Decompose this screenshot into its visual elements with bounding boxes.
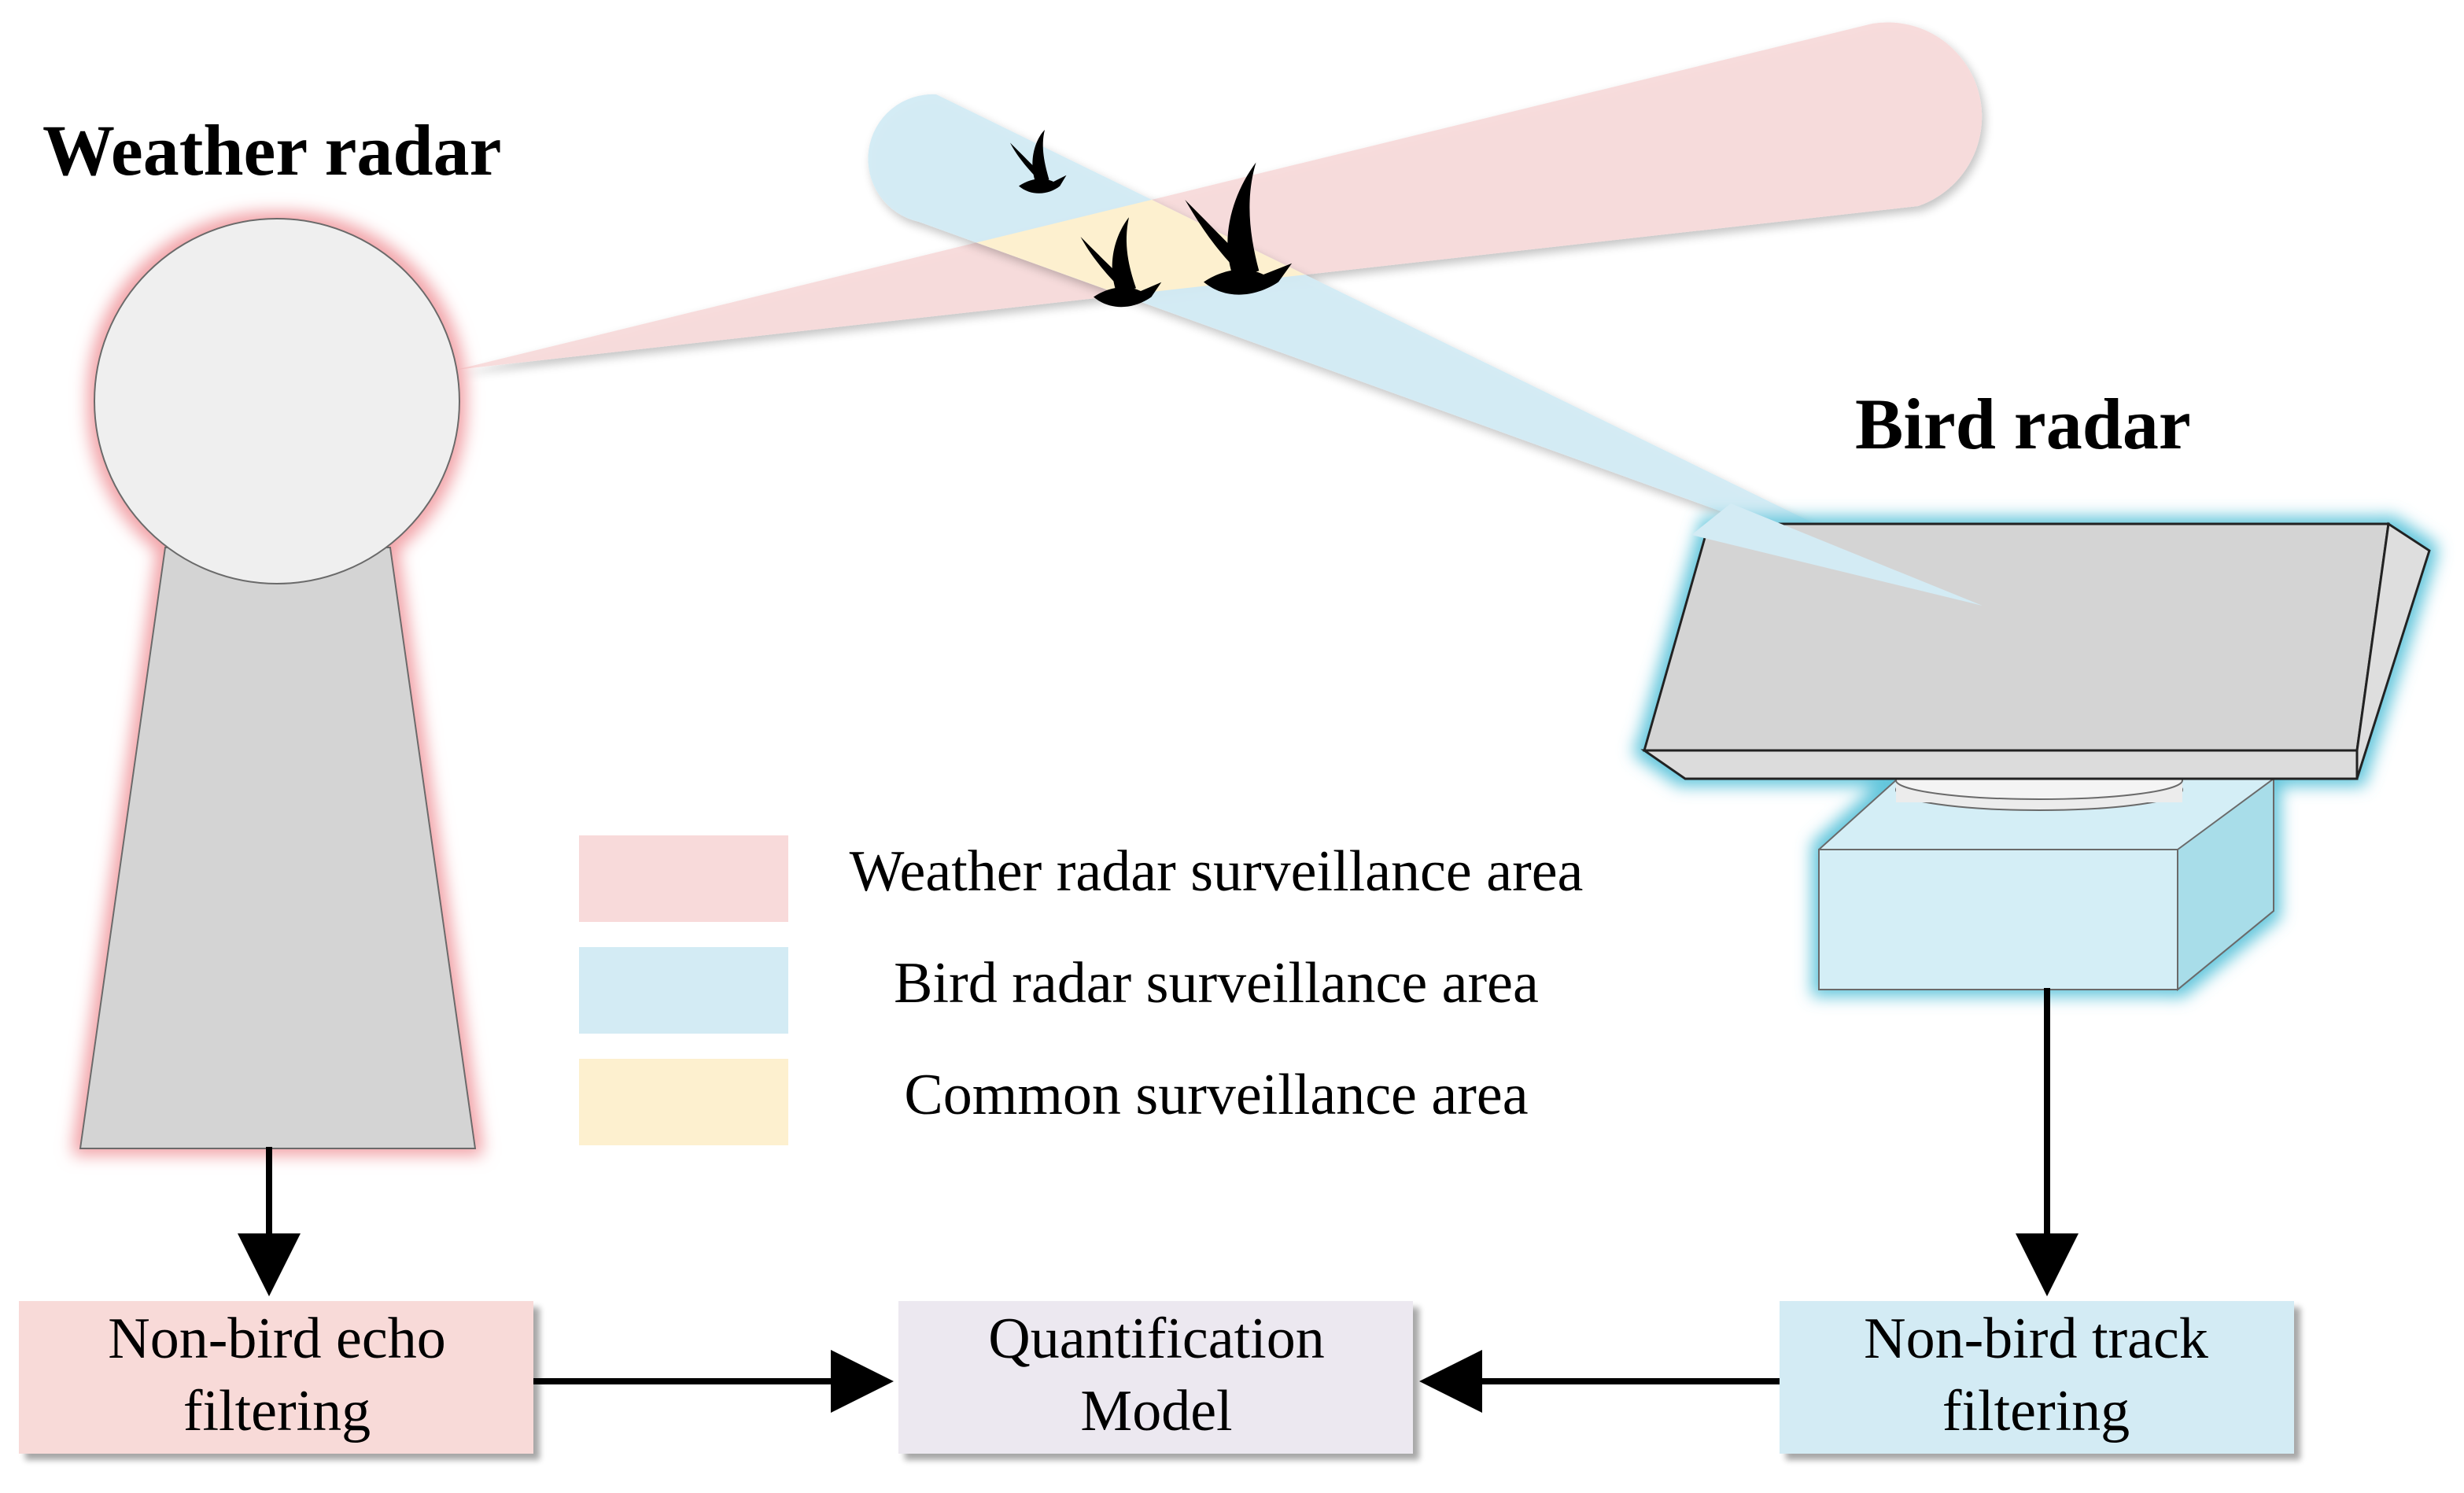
echo-filter-line1: Non-bird echo: [108, 1307, 445, 1371]
bird-radar-antenna: [1643, 522, 2390, 752]
weather-radar-tower: [79, 547, 477, 1149]
weather-radar: [79, 218, 477, 1149]
legend-label-bird: Bird radar surveillance area: [894, 951, 1539, 1016]
legend-swatch-common: [579, 1059, 788, 1145]
legend: Weather radar surveillance area Bird rad…: [579, 835, 1583, 1145]
weather-radar-title: Weather radar: [42, 110, 501, 190]
bird-radar-beam-tip: [1691, 503, 1983, 606]
bird-radar: [1640, 522, 2431, 992]
non-bird-echo-filtering-box: Non-bird echo filtering: [19, 1301, 533, 1454]
legend-label-common: Common surveillance area: [904, 1063, 1528, 1127]
bird-icon: [1080, 217, 1162, 308]
bird-icon: [1010, 130, 1067, 194]
non-bird-track-filtering-box: Non-bird track filtering: [1780, 1301, 2294, 1454]
weather-radar-dome: [94, 218, 460, 584]
weather-radar-beam: [456, 22, 1983, 370]
legend-swatch-weather: [579, 835, 788, 922]
track-filter-line1: Non-bird track: [1864, 1307, 2208, 1371]
legend-swatch-bird: [579, 947, 788, 1034]
model-line2: Model: [1080, 1379, 1232, 1443]
bird-icon: [1185, 162, 1293, 295]
legend-label-weather: Weather radar surveillance area: [850, 839, 1584, 904]
bird-radar-base: [1818, 849, 2178, 990]
model-line1: Quantification: [988, 1307, 1324, 1371]
quantification-model-box: Quantification Model: [898, 1301, 1413, 1454]
echo-filter-line2: filtering: [183, 1379, 371, 1443]
track-filter-line2: filtering: [1942, 1379, 2130, 1443]
bird-radar-title: Bird radar: [1855, 384, 2191, 464]
